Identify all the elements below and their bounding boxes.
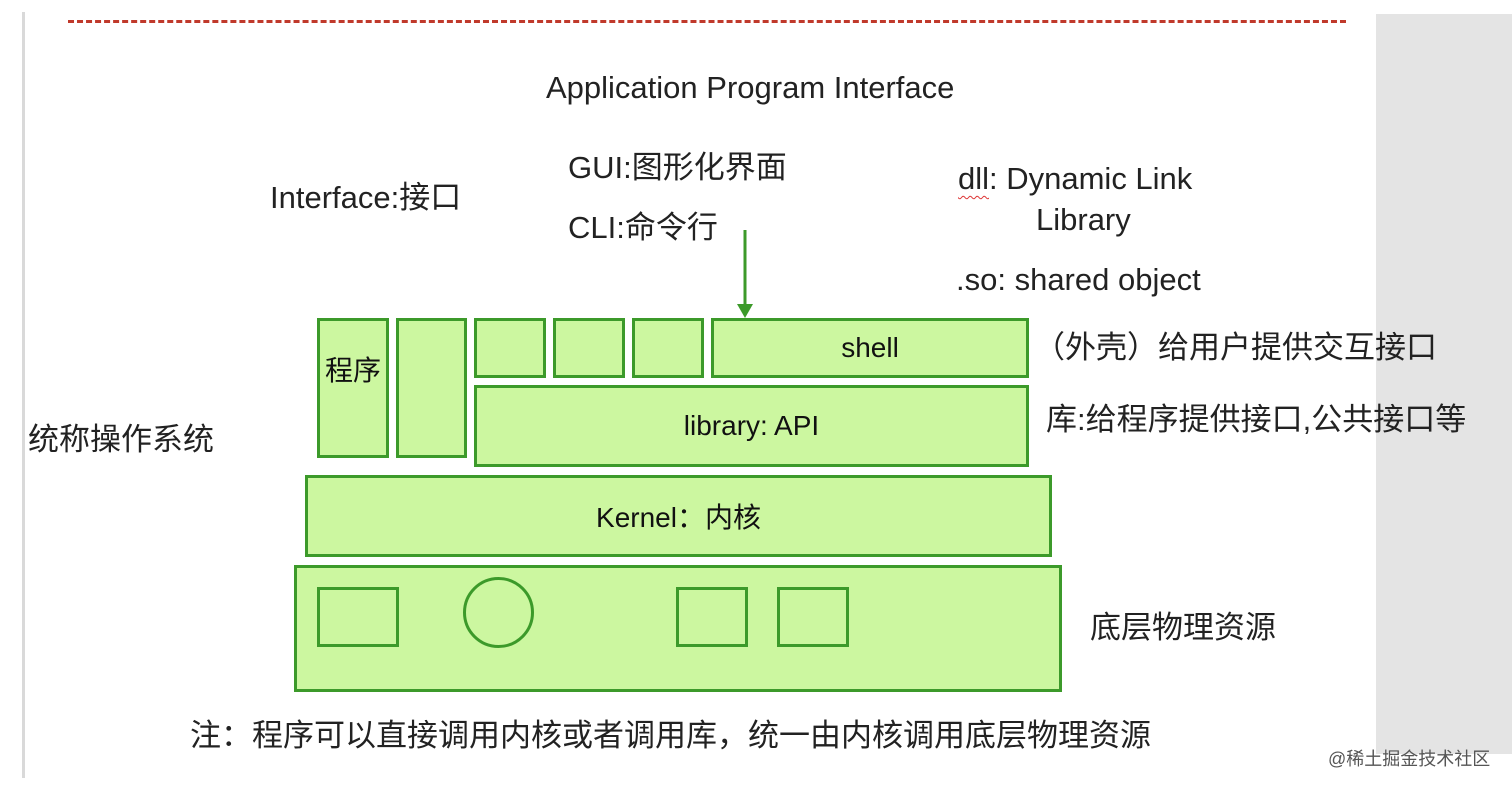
kernel-label: Kernel：内核 — [596, 502, 761, 533]
watermark: @稀土掘金技术社区 — [1328, 749, 1491, 769]
arrow-down-icon — [737, 230, 753, 318]
gui-label: GUI:图形化界面 — [568, 150, 787, 185]
dll-label-rest: : Dynamic Link — [989, 161, 1193, 196]
os-label: 统称操作系统 — [28, 422, 214, 457]
library-box: library: API — [474, 385, 1029, 467]
kernel-box: Kernel：内核 — [305, 475, 1052, 557]
so-label: .so: shared object — [956, 262, 1201, 297]
shell-row-box-1 — [474, 318, 546, 378]
program-box: 程序 — [317, 318, 389, 458]
shell-row-box-3 — [632, 318, 704, 378]
cli-label: CLI:命令行 — [568, 210, 718, 245]
shell-label: shell — [841, 332, 899, 363]
left-border-line — [22, 12, 25, 778]
footnote: 注：程序可以直接调用内核或者调用库，统一由内核调用底层物理资源 — [190, 718, 1151, 753]
diagram-title: Application Program Interface — [546, 70, 955, 105]
shell-box: shell — [711, 318, 1029, 378]
library-description: 库:给程序提供接口,公共接口等 — [1046, 402, 1467, 437]
right-gray-panel — [1376, 14, 1512, 754]
interface-label: Interface:接口 — [270, 180, 462, 215]
program-label: 程序 — [324, 355, 381, 386]
program-box-2 — [396, 318, 467, 458]
shell-description: （外壳）给用户提供交互接口 — [1034, 330, 1437, 365]
library-label: library: API — [683, 410, 820, 441]
dll-label-line2: Library — [1036, 202, 1131, 237]
hardware-component-square-2 — [676, 587, 748, 647]
shell-row-box-2 — [553, 318, 625, 378]
dll-prefix: dll — [958, 161, 990, 196]
hardware-description: 底层物理资源 — [1090, 610, 1276, 645]
hardware-component-square-3 — [777, 587, 849, 647]
hardware-component-circle — [463, 577, 534, 648]
dll-label: dll: Dynamic Link — [958, 163, 1192, 194]
hardware-component-square — [317, 587, 399, 647]
top-red-dashed-rule — [68, 20, 1346, 23]
